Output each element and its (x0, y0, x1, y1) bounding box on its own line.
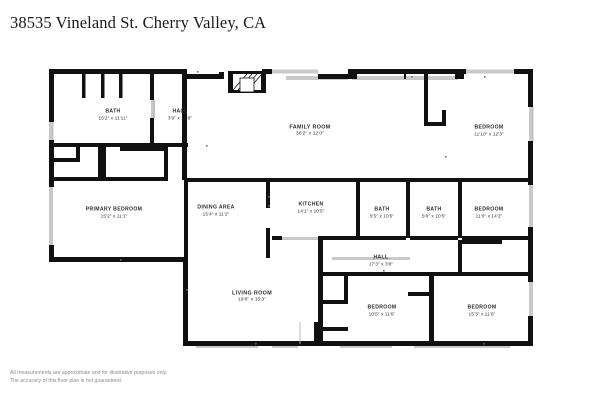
disclaimer-line-2: The accuracy of this floor plan is not g… (10, 378, 123, 384)
door-symbols (52, 100, 534, 344)
exterior-walls (49, 69, 533, 346)
disclaimer: All measurements are approximate and for… (10, 369, 167, 385)
page-title: 38535 Vineland St. Cherry Valley, CA (10, 13, 267, 32)
interior-walls (49, 74, 533, 346)
fireplace-icon (228, 71, 266, 93)
disclaimer-line-1: All measurements are approximate and for… (10, 370, 168, 376)
wall-tick-marks (120, 71, 486, 345)
